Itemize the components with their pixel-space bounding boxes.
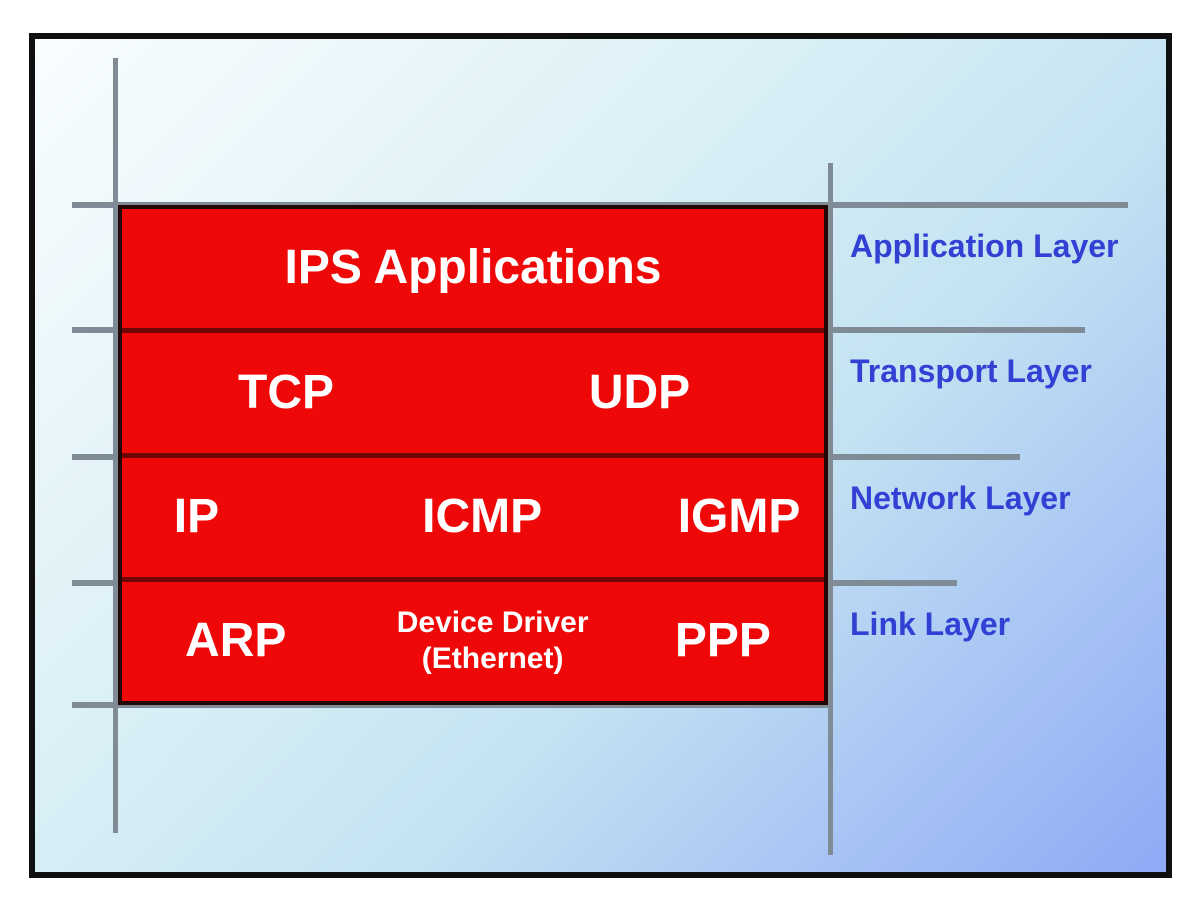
application-layer-label: Application Layer: [850, 228, 1119, 264]
arp-label: ARP: [185, 614, 287, 668]
network-layer-label: Network Layer: [850, 480, 1071, 516]
link-row: ARP Device Driver(Ethernet) PPP: [122, 582, 824, 701]
row-divider: [122, 328, 824, 334]
diagram-frame: IPS Applications TCP UDP IP ICMP IGMP: [29, 33, 1172, 878]
right-axis-line: [828, 163, 833, 855]
box-ips-applications: IPS Applications: [284, 241, 662, 295]
row-divider: [122, 576, 824, 582]
left-axis-line: [113, 58, 118, 833]
link-layer-label: Link Layer: [850, 606, 1011, 642]
ip-label: IP: [173, 489, 220, 543]
device-driver-line2: (Ethernet): [421, 642, 564, 676]
transport-row: TCP UDP: [122, 333, 824, 452]
application-row: IPS Applications: [122, 209, 824, 328]
transport-layer-label: Transport Layer: [850, 353, 1092, 389]
udp-label: UDP: [588, 365, 691, 419]
icmp-label: ICMP: [422, 489, 543, 543]
igmp-label: IGMP: [677, 489, 801, 543]
box-tcp: TCP: [122, 365, 450, 419]
device-driver-label: Device Driver(Ethernet): [397, 605, 589, 677]
protocol-stack: IPS Applications TCP UDP IP ICMP IGMP: [118, 205, 828, 705]
network-row: IP ICMP IGMP: [122, 458, 824, 577]
row-divider: [122, 452, 824, 458]
layer-boundary-line-bottom: [72, 702, 830, 708]
box-udp: UDP: [455, 365, 824, 419]
tcp-label: TCP: [238, 365, 334, 419]
device-driver-line1: Device Driver: [396, 606, 589, 640]
ppp-label: PPP: [674, 614, 771, 668]
